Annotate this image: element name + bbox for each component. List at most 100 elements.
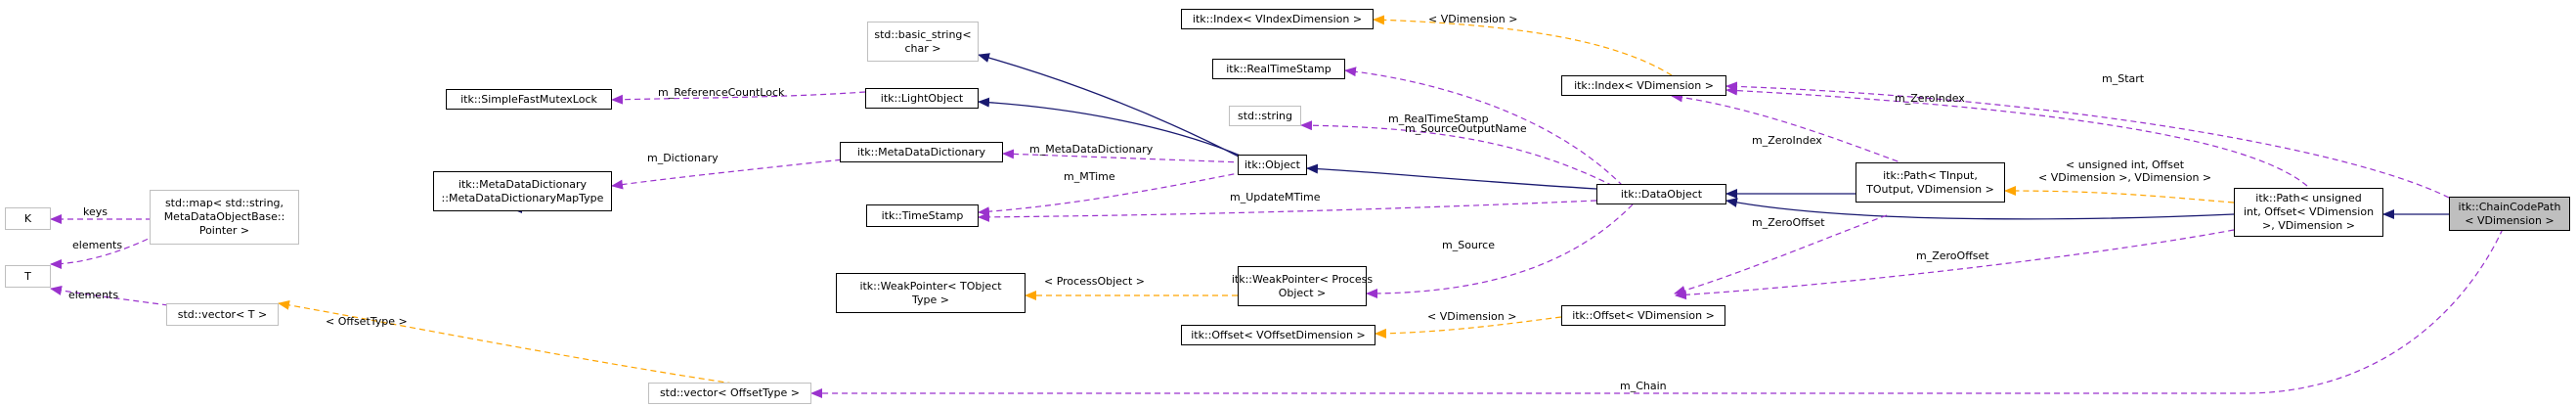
edge-chaincodepath-start: [1725, 81, 2450, 199]
node-index-vdimension-label: itk::Index< VDimension >: [1574, 78, 1714, 92]
node-path-template-line2: TOutput, VDimension >: [1866, 182, 1994, 196]
node-vector-t-label: std::vector< T >: [177, 307, 268, 321]
node-dataobject[interactable]: itk::DataObject: [1596, 184, 1726, 204]
edge-path-zeroindex-top: [1725, 85, 2308, 187]
label-vdimension-index: < VDimension >: [1428, 13, 1518, 25]
label-m-zerooffset: m_ZeroOffset: [1916, 249, 1989, 262]
node-std-map-line2: MetaDataObjectBase::: [163, 210, 285, 223]
node-lightobject-label: itk::LightObject: [880, 91, 964, 105]
node-path-offset-line1: itk::Path< unsigned: [2255, 192, 2362, 204]
node-mutexlock-label: itk::SimpleFastMutexLock: [460, 92, 597, 106]
node-weakpointer-process-line2: Object >: [1278, 286, 1327, 299]
node-path-offset[interactable]: itk::Path< unsigned int, Offset< VDimens…: [2234, 188, 2383, 237]
label-keys: keys: [83, 205, 108, 218]
label-m-dictionary: m_Dictionary: [647, 152, 719, 164]
edge-dataobject-string: [1300, 120, 1614, 187]
node-weakpointer-template[interactable]: itk::WeakPointer< TObject Type >: [836, 273, 1026, 313]
node-std-string-label: std::string: [1237, 109, 1292, 122]
node-weakpointer-process[interactable]: itk::WeakPointer< Process Object >: [1232, 266, 1373, 306]
edge-indexvdim-indextemplate: [1373, 15, 1673, 76]
node-basic-string-line2: char >: [904, 41, 941, 55]
node-offset-vdimension-label: itk::Offset< VDimension >: [1572, 308, 1715, 322]
label-m-updatemtime: m_UpdateMTime: [1230, 191, 1321, 204]
node-k[interactable]: K: [5, 207, 51, 230]
node-vector-offsettype[interactable]: std::vector< OffsetType >: [648, 383, 811, 404]
node-path-template[interactable]: itk::Path< TInput, TOutput, VDimension >: [1856, 162, 2005, 203]
label-m-sourceoutputname: m_SourceOutputName: [1405, 122, 1527, 135]
node-std-map-line3: Pointer >: [198, 224, 250, 237]
edge-vector-t: [50, 286, 169, 306]
node-dictmaptype-line1: itk::MetaDataDictionary: [458, 177, 588, 191]
label-m-start: m_Start: [2102, 72, 2145, 85]
label-m-zeroindex-top: m_ZeroIndex: [1895, 92, 1965, 105]
edge-path-to-dataobject: [1725, 198, 2235, 220]
edge-lightobject-mutex: [611, 91, 866, 105]
node-t-label: T: [24, 269, 31, 283]
node-dictmaptype[interactable]: itk::MetaDataDictionary ::MetaDataDictio…: [433, 171, 612, 211]
node-std-map[interactable]: std::map< std::string, MetaDataObjectBas…: [150, 190, 299, 245]
node-object[interactable]: itk::Object: [1238, 155, 1307, 175]
label-elements-map: elements: [72, 239, 123, 251]
label-path-template-args-line1: < unsigned int, Offset: [2066, 158, 2185, 171]
node-index-template-label: itk::Index< VIndexDimension >: [1192, 12, 1363, 25]
label-m-source: m_Source: [1442, 239, 1495, 251]
label-vdimension-offset: < VDimension >: [1427, 310, 1517, 323]
node-index-template[interactable]: itk::Index< VIndexDimension >: [1181, 9, 1374, 29]
node-realtimestamp[interactable]: itk::RealTimeStamp: [1212, 59, 1345, 79]
label-m-metadatadictionary: m_MetaDataDictionary: [1029, 143, 1154, 156]
label-m-chain: m_Chain: [1620, 380, 1667, 392]
label-processobject: < ProcessObject >: [1044, 275, 1145, 288]
label-offsettype: < OffsetType >: [326, 315, 408, 328]
node-metadatadictionary[interactable]: itk::MetaDataDictionary: [840, 142, 1003, 162]
label-path-template-args: < unsigned int, Offset < VDimension >, V…: [2038, 158, 2211, 184]
node-offset-template[interactable]: itk::Offset< VOffsetDimension >: [1181, 325, 1375, 345]
node-dataobject-label: itk::DataObject: [1620, 187, 1703, 201]
edge-dataobject-realtimestamp: [1344, 67, 1624, 187]
node-object-label: itk::Object: [1244, 158, 1300, 171]
edge-lightobject-to-basicstring: [978, 53, 1244, 159]
node-k-label: K: [23, 211, 32, 225]
label-path-template-args-line2: < VDimension >, VDimension >: [2038, 171, 2212, 184]
node-path-template-line1: itk::Path< TInput,: [1883, 168, 1978, 182]
node-t[interactable]: T: [5, 265, 51, 288]
edge-pathtemplate-zerooffset: [1674, 214, 1888, 295]
edge-path-pathtemplate: [2004, 186, 2235, 204]
node-timestamp[interactable]: itk::TimeStamp: [866, 204, 979, 227]
node-lightobject[interactable]: itk::LightObject: [865, 88, 979, 109]
node-path-offset-line2: int, Offset< VDimension: [2243, 205, 2375, 218]
node-index-vdimension[interactable]: itk::Index< VDimension >: [1561, 75, 1726, 96]
edge-pathtemplate-zeroindex: [1671, 92, 1917, 169]
node-chaincodepath-line1: itk::ChainCodePath: [2458, 200, 2561, 213]
node-weakpointer-template-line2: Type >: [912, 293, 949, 306]
node-mutexlock[interactable]: itk::SimpleFastMutexLock: [446, 89, 612, 110]
edge-dataobject-to-object: [1306, 163, 1597, 190]
node-std-string[interactable]: std::string: [1229, 106, 1301, 126]
edge-metadatadictionary-dictmap: [611, 156, 871, 190]
edge-path-zerooffset: [1675, 229, 2235, 300]
label-m-mtime: m_MTime: [1064, 170, 1115, 183]
node-weakpointer-process-line1: itk::WeakPointer< Process: [1231, 272, 1374, 286]
edge-map-t: [50, 234, 157, 269]
node-basic-string-line1: std::basic_string<: [874, 27, 972, 41]
edge-vectoroffsettype-vectort: [278, 299, 754, 387]
node-vector-t[interactable]: std::vector< T >: [166, 303, 279, 326]
node-chaincodepath[interactable]: itk::ChainCodePath < VDimension >: [2449, 197, 2570, 231]
edge-offsetvdim-offsettemplate: [1375, 316, 1562, 339]
label-m-realtimestamp: m_RealTimeStamp: [1388, 113, 1489, 125]
node-offset-vdimension[interactable]: itk::Offset< VDimension >: [1561, 305, 1725, 326]
label-m-zerooffset-path: m_ZeroOffset: [1752, 216, 1825, 229]
node-vector-offsettype-label: std::vector< OffsetType >: [659, 386, 801, 399]
node-offset-template-label: itk::Offset< VOffsetDimension >: [1191, 328, 1366, 341]
node-path-offset-line3: >, VDimension >: [2262, 219, 2355, 232]
node-dictmaptype-line2: ::MetaDataDictionaryMapType: [441, 191, 604, 204]
edge-chaincodepath-chain: [810, 228, 2504, 398]
edge-object-to-lightobject: [978, 97, 1244, 158]
node-basic-string[interactable]: std::basic_string< char >: [867, 22, 979, 62]
node-timestamp-label: itk::TimeStamp: [881, 208, 964, 222]
edge-dataobject-source: [1366, 204, 1634, 298]
node-std-map-line1: std::map< std::string,: [164, 197, 284, 209]
node-chaincodepath-line2: < VDimension >: [2465, 213, 2554, 227]
node-weakpointer-template-line1: itk::WeakPointer< TObject: [859, 279, 1002, 293]
label-m-zeroindex: m_ZeroIndex: [1752, 134, 1822, 147]
